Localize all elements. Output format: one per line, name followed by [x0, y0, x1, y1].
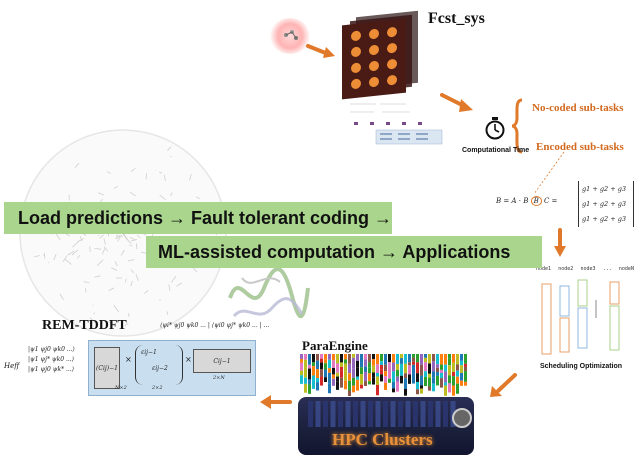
node-label: node1: [536, 266, 552, 272]
arrow-to-scheduling: [554, 228, 566, 257]
dashed-connector: [533, 151, 565, 195]
scheduling-node-labels: node1 node2 node3 ... nodeN: [536, 266, 634, 272]
hpc-clusters-panel: [298, 397, 474, 455]
epsilon-1: εij−1: [141, 349, 157, 356]
arrow-to-fcst: [306, 44, 335, 58]
c-inverse: (Cij)−1: [96, 364, 118, 372]
banner-row-2: ML-assisted computation → Applications: [146, 236, 542, 268]
c-inverse-box: (Cij)−1: [94, 347, 120, 389]
node-label: nodeN: [618, 266, 634, 272]
scheduling-label: Scheduling Optimization: [540, 363, 623, 370]
protein-structure: [228, 267, 310, 319]
banner-row-1: Load predictions → Fault tolerant coding…: [4, 202, 392, 234]
computational-time-label: Computational Time: [462, 147, 530, 154]
epsilon-2: εij−2: [152, 365, 168, 372]
scheduling-gantt: [541, 279, 620, 355]
times-2: ×: [185, 355, 192, 364]
matrix-row-2: g1 + g2 + g3: [582, 199, 627, 208]
encoded-label: Encoded sub-tasks: [536, 141, 624, 153]
eq-circled: B: [530, 196, 542, 206]
two2-label: 2×2: [152, 385, 163, 391]
psi-row: |ψ1 ψj* ψk0 ...⟩: [28, 356, 75, 363]
banner-row-2-text: ML-assisted computation → Applications: [158, 241, 511, 262]
banner-row-1-text: Load predictions → Fault tolerant coding…: [18, 207, 393, 228]
arrow-to-rem: [260, 395, 292, 409]
molecule-icon: [284, 30, 298, 40]
stopwatch-icon: [485, 117, 505, 140]
matrix-row-3: g1 + g2 + g3: [582, 215, 627, 224]
hpc-clusters-label: HPC Clusters: [332, 430, 433, 449]
glowing-molecule-icon: [270, 18, 310, 54]
psi-row: |ψ1 ψj0 ψk* ...⟩: [28, 366, 75, 373]
fcst-details: [346, 100, 446, 146]
node-label: ...: [602, 266, 612, 272]
paraengine-bars: [300, 354, 467, 396]
times-1: ×: [125, 355, 132, 364]
eq-lhs: B = A · B: [496, 197, 529, 205]
eq-rest: C =: [543, 197, 558, 205]
coding-equation-matrix: g1 + g2 + g3 g1 + g2 + g3 g1 + g2 + g3: [578, 181, 634, 227]
rem-title: REM-TDDFT: [42, 318, 127, 333]
rem-matrix-panel: (Cij)−1 N×2 × εij−1 εij−2 2×2 × Cij−1 2×…: [88, 340, 256, 396]
rem-heff: Heff: [4, 362, 20, 370]
c-right-box: Cij−1: [193, 349, 251, 373]
curly-brace-icon: [511, 98, 523, 154]
arrow-to-hpc: [490, 373, 517, 397]
fcst-title: Fcst_sys: [428, 10, 485, 27]
matrix-row-1: g1 + g2 + g3: [582, 184, 627, 193]
n2-label: N×2: [115, 385, 127, 391]
coding-equation-lhs: B = A · B B C =: [496, 196, 557, 206]
fcst-neural-panel: [342, 18, 406, 100]
hpc-logo-icon: [452, 408, 472, 428]
rem-psi-rows: |ψ1 ψj0 ψk0 ...⟩ |ψ1 ψj* ψk0 ...⟩ |ψ1 ψj…: [28, 346, 90, 373]
two-n-label: 2×N: [213, 375, 225, 381]
rem-top-row: ⟨ψi* ψj0 ψk0 ... | ⟨ψi0 ψj* ψk0 ... | ..…: [160, 322, 270, 329]
no-coded-label: No-coded sub-tasks: [532, 102, 624, 114]
node-label: node2: [558, 266, 574, 272]
psi-row: |ψ1 ψj0 ψk0 ...⟩: [28, 346, 75, 353]
c-right: Cij−1: [213, 357, 231, 365]
epsilon-block: εij−1 εij−2: [135, 345, 183, 385]
paraengine-title: ParaEngine: [302, 338, 368, 353]
arrow-to-timing: [440, 93, 473, 112]
node-label: node3: [580, 266, 596, 272]
